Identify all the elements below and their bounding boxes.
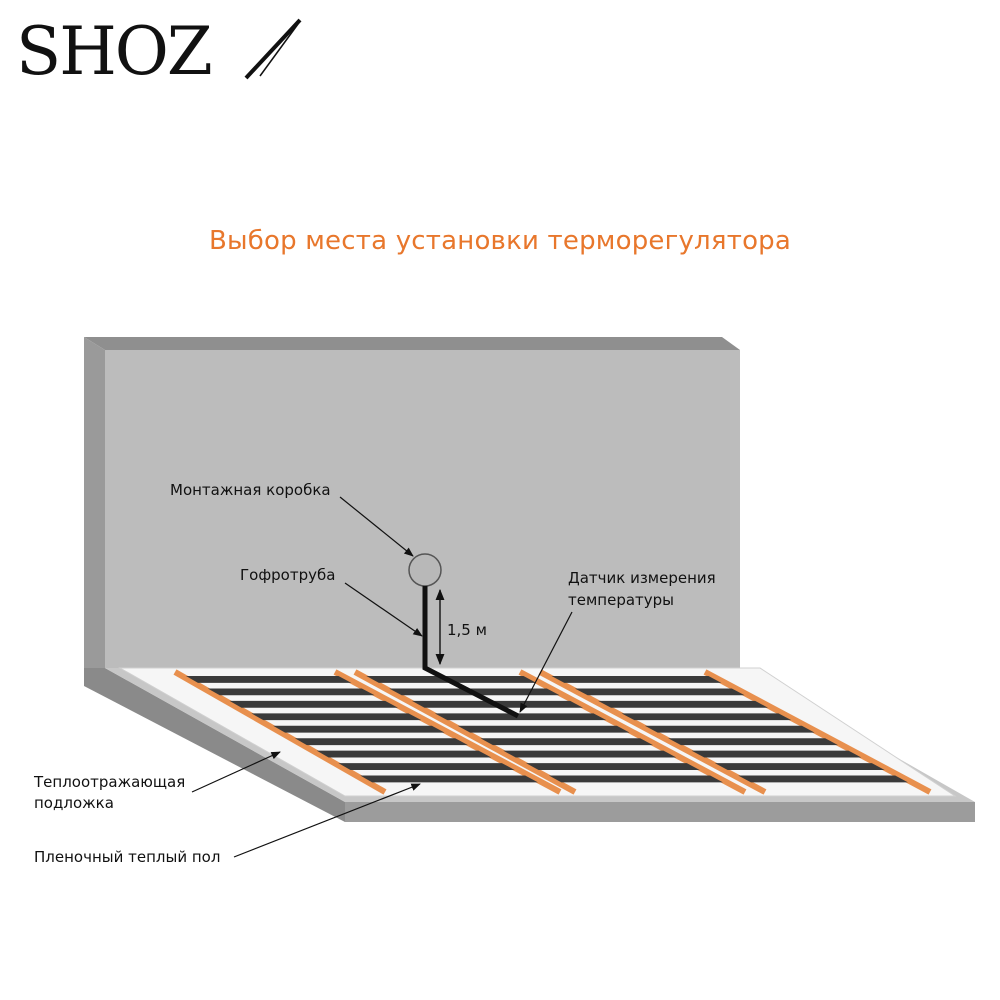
diagram-title: Выбор места установки терморегулятора [208, 226, 792, 256]
heater-strip [251, 713, 422, 721]
heater-strip [738, 775, 908, 783]
heater-strip [598, 700, 768, 708]
heater-strip [668, 738, 838, 746]
reflective-label-line1: Теплоотражающая [33, 773, 185, 791]
heater-strip [574, 688, 745, 696]
heater-strip [316, 750, 492, 758]
leader-lines [191, 496, 573, 858]
film-floor-label: Пленочный теплый пол [34, 848, 220, 866]
conduit-label: Гофротруба [240, 566, 335, 584]
brand-logo: SHOZ [14, 6, 304, 90]
copper-bus-bar [538, 669, 767, 795]
sensor-label-line2: температуры [568, 591, 674, 609]
copper-bus-bar [518, 669, 747, 795]
copper-bus-bar [353, 669, 577, 795]
sensor-label-line1: Датчик измерения [568, 569, 716, 587]
copper-bus-bar [703, 669, 932, 795]
heater-strip [229, 700, 398, 708]
heater-strip [434, 713, 607, 721]
heater-strip [338, 763, 515, 770]
heater-strip [644, 725, 815, 733]
heater-strip [457, 725, 630, 733]
brand-logo-text: SHOZ [16, 13, 211, 86]
heater-strip [691, 750, 862, 758]
heater-strip [551, 676, 722, 683]
heater-strip [273, 725, 445, 733]
heater-strip [526, 763, 700, 770]
conduit-pipe [422, 586, 520, 719]
reflective-label-line2: подложка [34, 794, 114, 812]
heater-strip [714, 763, 885, 770]
distance-label: 1,5 м [447, 621, 487, 639]
heater-strip [294, 738, 468, 746]
heater-strip [186, 676, 352, 683]
junction-box-label: Монтажная коробка [170, 481, 331, 499]
heater-strip [503, 750, 677, 758]
junction-box [408, 553, 442, 587]
heater-strip [480, 738, 653, 746]
heater-strip [207, 688, 375, 696]
heater-strip [548, 775, 723, 783]
copper-bus-bar [333, 669, 562, 795]
heater-strip [360, 775, 538, 783]
heater-strip [621, 713, 792, 721]
copper-bus-bar [173, 669, 387, 795]
wall [84, 337, 740, 668]
